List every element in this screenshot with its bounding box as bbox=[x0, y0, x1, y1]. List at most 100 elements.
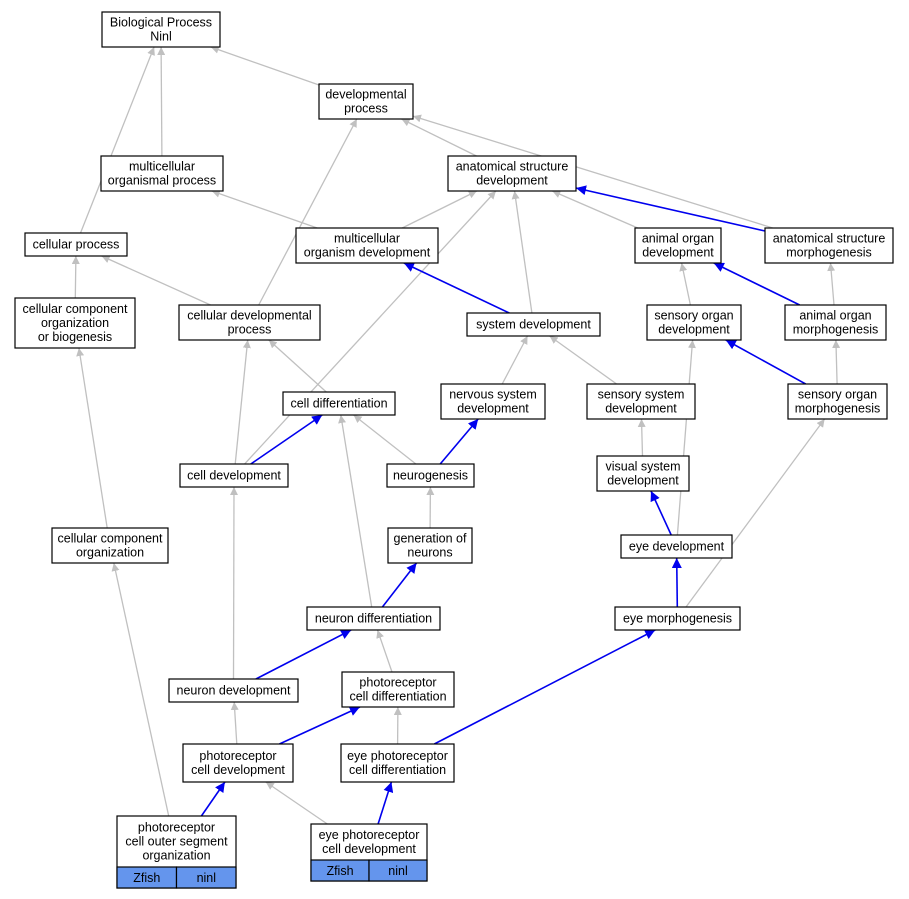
node-label-line: cellular component bbox=[23, 302, 128, 316]
edge-sysd-to-mod bbox=[403, 262, 510, 314]
node-label-line: organismal process bbox=[108, 174, 216, 188]
node-label-line: eye development bbox=[629, 540, 725, 554]
node-label-line: animal organ bbox=[642, 232, 714, 246]
edge-pcoso-to-cco bbox=[111, 562, 170, 817]
node-label-line: process bbox=[344, 102, 388, 116]
tag-label: Zfish bbox=[133, 871, 160, 885]
node-box bbox=[101, 11, 221, 48]
node-eyem[interactable]: eye morphogenesis bbox=[614, 606, 741, 631]
node-box bbox=[387, 527, 473, 564]
edge-layer bbox=[71, 45, 841, 825]
edge-sysd-to-asd bbox=[511, 190, 533, 314]
edge-asm-to-asd bbox=[575, 185, 766, 232]
node-celldev[interactable]: cell development bbox=[179, 463, 289, 488]
edge-sod-to-aod bbox=[679, 262, 692, 306]
edge-nsd-to-sysd bbox=[501, 335, 529, 385]
node-nd[interactable]: neuron differentiation bbox=[306, 606, 441, 631]
edge-mod-to-mcp bbox=[211, 189, 318, 229]
edge-cdp-to-cp bbox=[101, 255, 211, 306]
node-label-line: organization bbox=[41, 316, 109, 330]
node-label-line: photoreceptor bbox=[359, 676, 436, 690]
node-label-line: system development bbox=[476, 318, 591, 332]
tag-cell bbox=[368, 859, 428, 882]
node-label-line: eye photoreceptor bbox=[347, 749, 448, 763]
node-label-line: organization bbox=[142, 849, 210, 863]
node-label-line: developmental bbox=[325, 88, 406, 102]
node-sysd[interactable]: system development bbox=[466, 312, 601, 337]
edge-ndev-to-celldev bbox=[229, 486, 238, 680]
node-label-line: nervous system bbox=[449, 388, 537, 402]
node-label-line: sensory system bbox=[598, 388, 685, 402]
edge-aom-to-asm bbox=[827, 262, 836, 306]
node-box bbox=[306, 606, 441, 631]
tag-zfish[interactable]: Zfish bbox=[116, 866, 178, 889]
node-label-line: cell development bbox=[322, 842, 416, 856]
node-box bbox=[614, 606, 741, 631]
node-box bbox=[596, 455, 690, 492]
node-label-line: cellular process bbox=[33, 238, 120, 252]
edge-ssd-to-sysd bbox=[549, 335, 617, 385]
node-label-line: cellular developmental bbox=[187, 309, 311, 323]
node-cdiff[interactable]: cell differentiation bbox=[282, 391, 396, 416]
node-box bbox=[51, 527, 169, 564]
edge-asm-to-dev bbox=[412, 114, 773, 229]
node-box bbox=[179, 463, 289, 488]
edge-cco-to-ccob bbox=[76, 347, 108, 529]
node-eyed[interactable]: eye development bbox=[620, 534, 733, 559]
node-label-line: neurogenesis bbox=[393, 469, 468, 483]
node-label-line: photoreceptor bbox=[138, 821, 215, 835]
node-box bbox=[14, 297, 136, 349]
node-ndev[interactable]: neuron development bbox=[168, 678, 299, 703]
node-label-line: animal organ bbox=[799, 309, 871, 323]
node-label-line: morphogenesis bbox=[786, 246, 871, 260]
edge-aom-to-aod bbox=[713, 262, 801, 306]
tag-ninl[interactable]: ninl bbox=[368, 859, 428, 882]
node-label-line: morphogenesis bbox=[793, 323, 878, 337]
edge-eyed-to-sod bbox=[676, 339, 696, 536]
node-label-line: Biological Process bbox=[110, 16, 212, 30]
tag-zfish[interactable]: Zfish bbox=[310, 859, 370, 882]
node-box bbox=[24, 232, 128, 257]
edge-epcdev-to-epcd bbox=[377, 781, 394, 825]
node-label-line: anatomical structure bbox=[773, 232, 886, 246]
node-label-line: visual system bbox=[605, 460, 680, 474]
edge-mod-to-asd bbox=[401, 190, 478, 229]
tag-ninl[interactable]: ninl bbox=[175, 866, 237, 889]
node-cp[interactable]: cellular process bbox=[24, 232, 128, 257]
tag-label: Zfish bbox=[326, 864, 353, 878]
node-label-line: generation of bbox=[394, 532, 468, 546]
node-box bbox=[586, 383, 696, 420]
edge-ndev-to-nd bbox=[255, 629, 352, 680]
node-label-line: organization bbox=[76, 546, 144, 560]
node-label-line: eye photoreceptor bbox=[319, 828, 420, 842]
edge-celldev-to-cdiff bbox=[250, 414, 323, 465]
node-label-line: cell outer segment bbox=[125, 835, 228, 849]
node-label-line: neuron differentiation bbox=[315, 612, 432, 626]
node-label-line: development bbox=[607, 474, 679, 488]
node-neurog[interactable]: neurogenesis bbox=[386, 463, 475, 488]
node-label-line: cell development bbox=[187, 469, 281, 483]
